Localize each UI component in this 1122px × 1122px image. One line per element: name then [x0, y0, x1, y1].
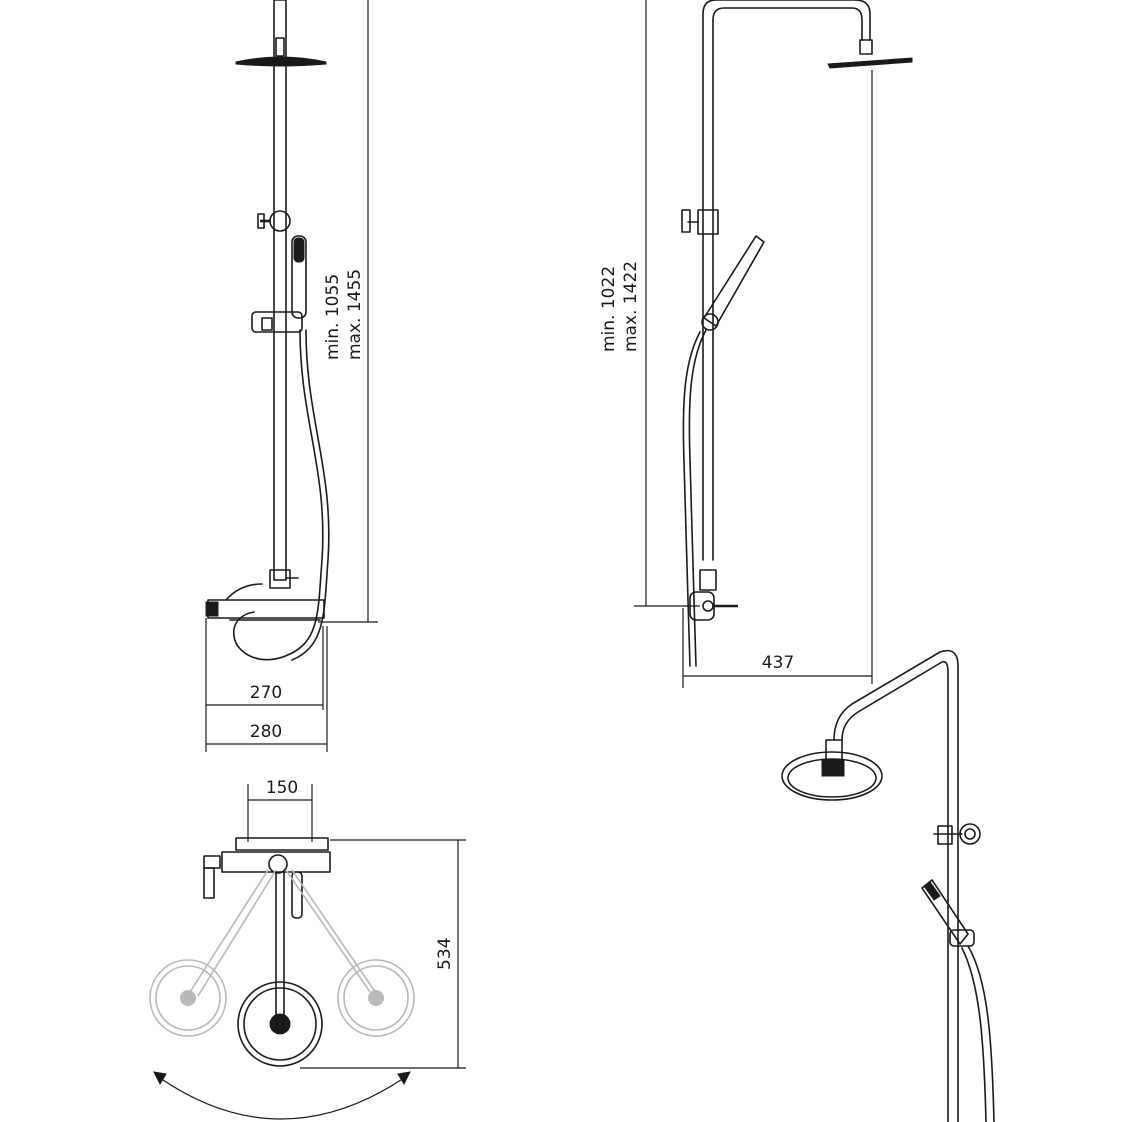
side-riser-inner: [712, 7, 863, 561]
top-ghost-head-right-inner: [343, 965, 409, 1031]
top-main-head-center: [269, 1013, 291, 1035]
side-hose-outer: [688, 329, 707, 667]
top-main-head-inner: [243, 987, 317, 1061]
front-height-min-label: min. 1055: [323, 274, 343, 360]
top-swivel-arrow-left: [153, 1071, 167, 1086]
top-depth-label: 534: [435, 938, 455, 970]
top-ghost-head-right: [337, 959, 415, 1037]
top-mixer-handle-stub: [203, 855, 221, 869]
top-ghost-arm-right: [285, 869, 371, 993]
front-overhead-shower-head: [235, 56, 327, 67]
persp-diverter-knob: [959, 823, 981, 845]
front-slide-bracket: [251, 311, 303, 333]
top-main-head-outer: [237, 981, 323, 1067]
side-pipe-coupling: [699, 569, 717, 591]
front-mixer-arc: [225, 583, 263, 601]
side-slide-bracket: [701, 313, 719, 331]
front-mixer-handle: [205, 601, 219, 617]
front-height-max-label: max. 1455: [345, 269, 365, 360]
top-ghost-head-left: [149, 959, 227, 1037]
front-view: min. 1055 max. 1455 270 280: [205, 0, 378, 752]
persp-head-inner: [787, 758, 877, 798]
persp-hand-shower-head: [923, 881, 941, 901]
side-hand-shower: [703, 235, 765, 327]
persp-diverter-body: [937, 825, 953, 845]
top-mixer-handle: [203, 867, 215, 899]
persp-slide-bracket: [949, 929, 975, 947]
front-pipe-coupling: [269, 569, 291, 589]
top-ghost-head-left-inner: [155, 965, 221, 1031]
persp-riser-outer: [833, 649, 959, 1122]
front-mixer-body: [207, 599, 325, 619]
persp-head-outer: [781, 751, 883, 801]
top-diverter-knob: [268, 854, 288, 874]
top-view: 150 534: [149, 778, 466, 1120]
front-width280-label: 280: [250, 722, 282, 742]
front-riser-pipe: [273, 0, 287, 581]
side-riser-outer: [702, 0, 871, 561]
persp-hose-inner: [961, 947, 987, 1122]
persp-hose-outer: [967, 945, 995, 1122]
front-hose-outer: [232, 329, 324, 661]
top-ghost-arm-left-inner: [197, 869, 277, 997]
front-hand-shower-head: [293, 237, 305, 263]
persp-riser-inner: [841, 660, 949, 1122]
top-ghost-arm-right-inner: [291, 869, 379, 997]
top-lever: [291, 871, 303, 919]
side-hose-inner: [682, 331, 701, 667]
side-overhead-shower-head: [827, 57, 913, 69]
side-reach-label: 437: [762, 653, 794, 673]
top-ghost-head-left-center: [180, 990, 196, 1006]
front-diverter-cap: [257, 213, 265, 229]
perspective-view: [781, 649, 995, 1122]
side-diverter-body: [697, 209, 719, 235]
front-head-stem: [275, 37, 285, 57]
top-wall-bar: [235, 837, 329, 851]
front-hose-inner: [291, 329, 330, 661]
side-view: min. 1022 max. 1422 437: [599, 0, 913, 688]
front-diverter-knob: [269, 210, 291, 232]
front-hand-shower: [291, 235, 307, 319]
side-head-connector: [859, 39, 873, 55]
side-height-max-label: max. 1422: [621, 261, 641, 352]
top-spacing-label: 150: [266, 778, 298, 798]
top-swivel-arrow-right: [397, 1071, 411, 1086]
side-height-min-label: min. 1022: [599, 266, 619, 352]
front-slide-lock: [261, 317, 273, 331]
persp-head-connector: [821, 759, 845, 777]
top-ghost-head-right-center: [368, 990, 384, 1006]
persp-diverter-knob-inner: [964, 828, 976, 840]
side-mixer-knob: [702, 600, 714, 612]
front-width270-label: 270: [250, 683, 282, 703]
top-swivel-arc: [159, 1077, 405, 1120]
side-diverter-knob: [681, 209, 691, 233]
top-ghost-arm-left: [189, 869, 269, 993]
